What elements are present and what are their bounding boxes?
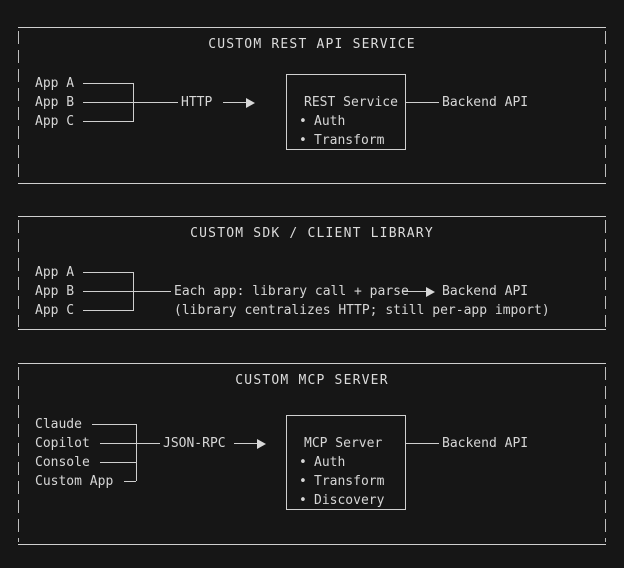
service-feature: Auth	[314, 455, 346, 470]
panel-custom-sdk-client-library: CUSTOM SDK / CLIENT LIBRARY App A App B …	[18, 216, 606, 330]
service-feature-bullet: •	[299, 455, 307, 470]
service-box	[286, 74, 406, 150]
panel-border-right	[605, 367, 606, 542]
service-feature-bullet: •	[299, 114, 307, 129]
connector-line	[83, 83, 133, 84]
client-label: Custom App	[35, 474, 114, 489]
client-label: App C	[35, 114, 75, 129]
service-feature-bullet: •	[299, 493, 307, 508]
client-label: App B	[35, 95, 75, 110]
flow-line-in	[133, 291, 171, 292]
client-label: App A	[35, 265, 75, 280]
service-feature-bullet: •	[299, 474, 307, 489]
service-feature: Transform	[314, 133, 385, 148]
panel-border-right	[605, 31, 606, 181]
panel-title: CUSTOM REST API SERVICE	[208, 37, 416, 52]
service-feature: Transform	[314, 474, 385, 489]
panel-title: CUSTOM SDK / CLIENT LIBRARY	[190, 226, 434, 241]
flow-label: Each app: library call + parse	[174, 284, 409, 299]
connector-line	[124, 481, 136, 482]
client-label: App A	[35, 76, 75, 91]
service-name: REST Service	[304, 95, 398, 110]
panel-note: (library centralizes HTTP; still per-app…	[174, 303, 550, 318]
panel-border-left	[18, 367, 19, 542]
service-feature-bullet: •	[299, 133, 307, 148]
arrow-head-icon	[257, 439, 266, 449]
client-label: App B	[35, 284, 75, 299]
backend-label: Backend API	[442, 436, 529, 451]
backend-label: Backend API	[442, 284, 529, 299]
panel-border-left	[18, 220, 19, 327]
panel-border-left	[18, 31, 19, 181]
connector-line	[100, 443, 136, 444]
panel-border-bottom	[18, 329, 606, 330]
connector-line	[83, 102, 133, 103]
protocol-label: JSON-RPC	[163, 436, 226, 451]
connector-line	[83, 291, 133, 292]
protocol-line-out	[234, 443, 259, 444]
panel-border-top	[18, 216, 606, 217]
connector-line	[83, 310, 133, 311]
connector-line	[92, 424, 136, 425]
panel-border-top	[18, 363, 606, 364]
protocol-line-in	[136, 443, 160, 444]
connector-line	[100, 462, 136, 463]
connector-bus	[136, 424, 137, 481]
protocol-line-in	[133, 102, 178, 103]
protocol-line-out	[223, 102, 248, 103]
client-label: Copilot	[35, 436, 90, 451]
connector-line	[83, 272, 133, 273]
backend-label: Backend API	[442, 95, 529, 110]
client-label: App C	[35, 303, 75, 318]
panel-border-bottom	[18, 183, 606, 184]
arrow-head-icon	[426, 287, 435, 297]
protocol-label: HTTP	[181, 95, 213, 110]
client-label: Claude	[35, 417, 82, 432]
backend-line	[406, 102, 439, 103]
panel-border-top	[18, 27, 606, 28]
service-name: MCP Server	[304, 436, 383, 451]
service-box	[286, 415, 406, 510]
arrow-head-icon	[246, 98, 255, 108]
connector-line	[83, 121, 133, 122]
panel-custom-mcp-server: CUSTOM MCP SERVER Claude Copilot Console…	[18, 363, 606, 545]
panel-custom-rest-api-service: CUSTOM REST API SERVICE App A App B App …	[18, 27, 606, 184]
backend-line	[406, 443, 439, 444]
panel-title: CUSTOM MCP SERVER	[235, 373, 389, 388]
service-feature: Auth	[314, 114, 346, 129]
flow-line-out	[403, 291, 428, 292]
client-label: Console	[35, 455, 90, 470]
panel-border-bottom	[18, 544, 606, 545]
panel-border-right	[605, 220, 606, 327]
service-feature: Discovery	[314, 493, 385, 508]
